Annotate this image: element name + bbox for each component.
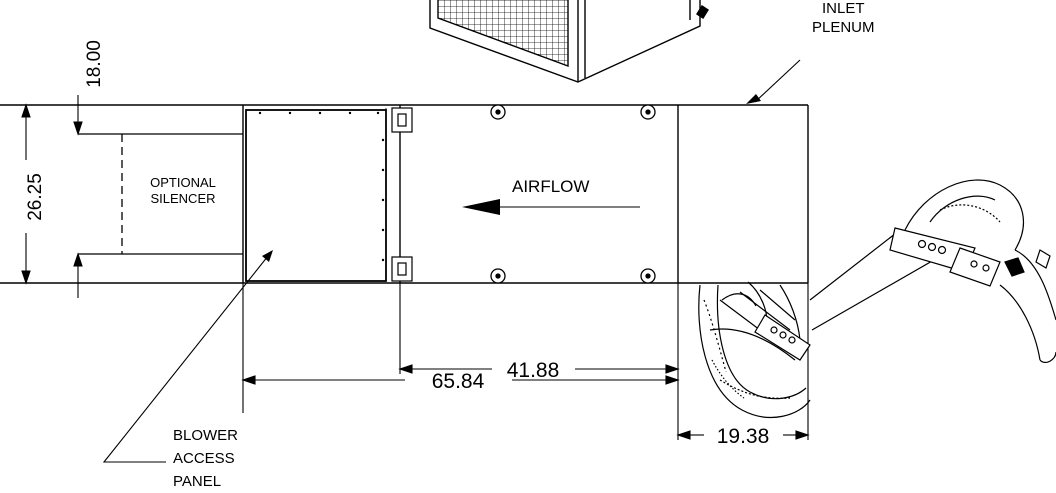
airflow-label: AIRFLOW xyxy=(512,177,589,196)
blower-access-panel xyxy=(245,108,387,282)
blower-leader xyxy=(102,250,273,463)
flex-duct xyxy=(698,179,1056,418)
panel-latches xyxy=(391,107,413,282)
silencer-label-1: OPTIONAL xyxy=(150,175,216,190)
optional-silencer xyxy=(78,133,243,255)
dim-18-label: 18.00 xyxy=(84,40,105,88)
silencer-label-2: SILENCER xyxy=(150,191,215,206)
inlet-label-2: PLENUM xyxy=(812,19,875,36)
isometric-unit xyxy=(429,0,709,83)
dim-65-label: 65.84 xyxy=(432,370,485,393)
main-body xyxy=(0,104,809,284)
dim-41-label: 41.88 xyxy=(507,359,560,382)
dim-41 xyxy=(398,283,680,374)
dim-19-label: 19.38 xyxy=(717,425,770,448)
dim-19 xyxy=(676,430,810,440)
blower-label-3: PANEL xyxy=(173,473,221,490)
dim-26 xyxy=(21,103,31,285)
bolts xyxy=(490,104,656,284)
inlet-label-1: INLET xyxy=(822,0,865,17)
airflow-arrow xyxy=(462,199,640,215)
panel-screws xyxy=(258,111,385,262)
blower-label-1: BLOWER xyxy=(173,427,238,444)
inlet-leader xyxy=(746,59,801,104)
blower-label-2: ACCESS xyxy=(173,450,235,467)
dim-18 xyxy=(73,95,83,298)
dim-65 xyxy=(241,283,809,440)
dim-26-label: 26.25 xyxy=(25,173,46,221)
